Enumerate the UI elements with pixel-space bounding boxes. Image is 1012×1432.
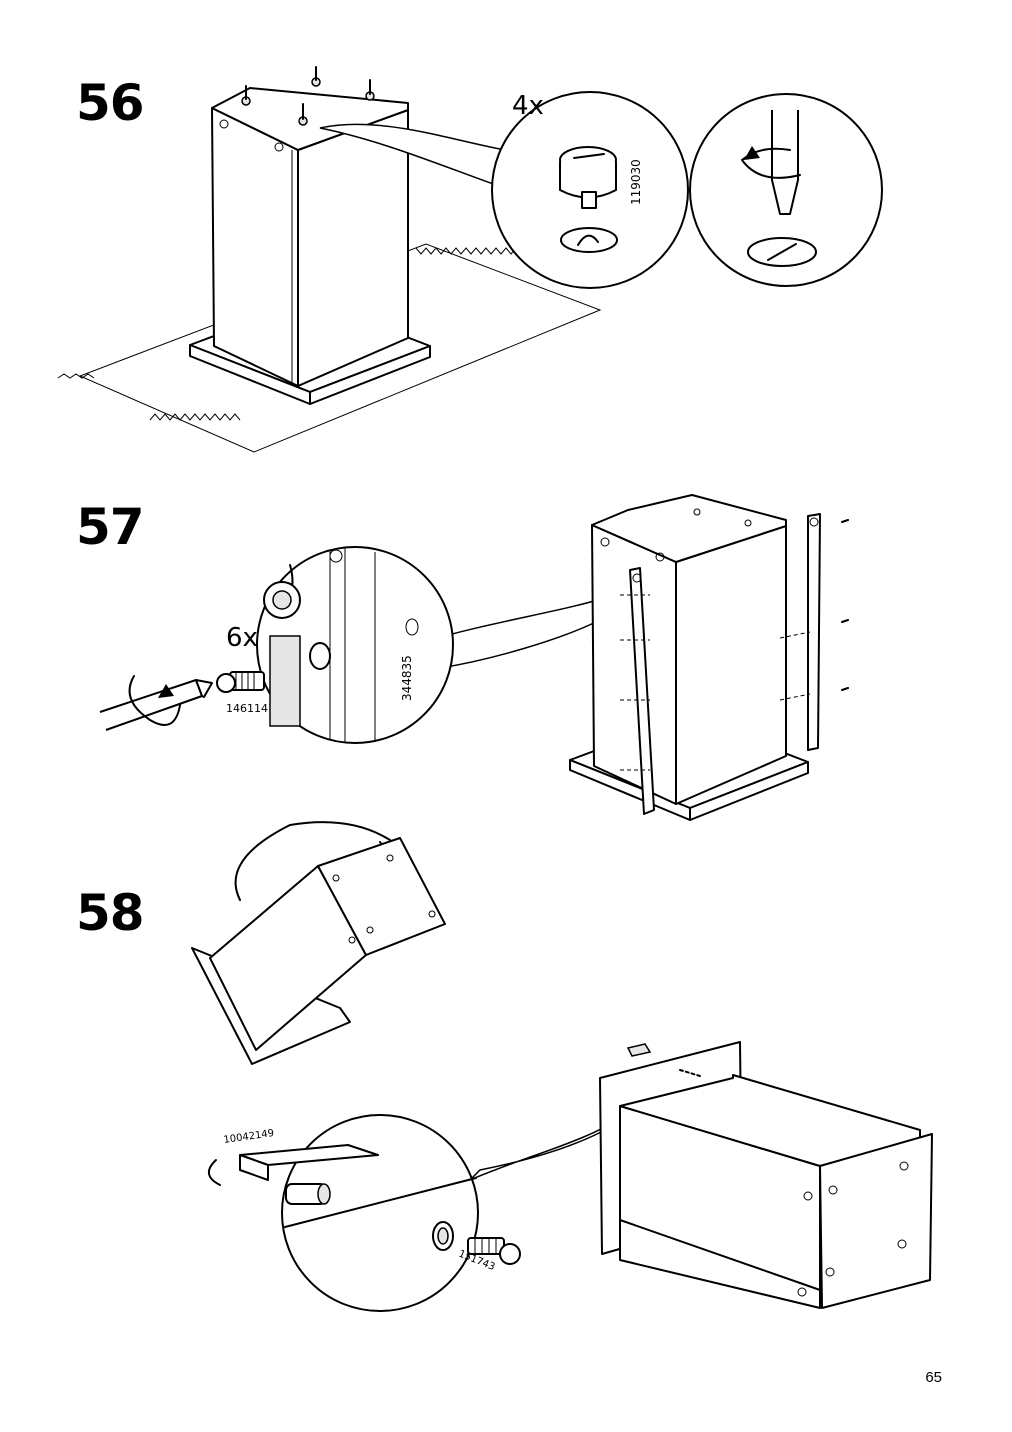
step-57-number: 57 [76, 498, 145, 556]
step-57-quantity: 6x [226, 623, 258, 653]
bumper-on-cabinet [626, 1043, 701, 1077]
cam-screws-top [241, 66, 375, 126]
drawer-runner-right [779, 513, 849, 751]
panel-detail [263, 548, 419, 742]
step-56-quantity: 4x [512, 91, 544, 121]
step-58-number: 58 [76, 884, 145, 942]
screw-146114 [216, 671, 265, 693]
screwdriver-57 [99, 675, 213, 731]
drawer-runner-left [620, 567, 655, 815]
detail-circle-bumper [281, 1114, 479, 1312]
screw-151743 [432, 1221, 521, 1265]
step-56-illustration [57, 66, 883, 453]
cam-lock-fitting [559, 146, 618, 253]
step-57-illustration [99, 494, 849, 821]
part-number-10042149: 10042149 [223, 1128, 275, 1146]
part-number-119030: 119030 [629, 159, 643, 205]
step-58-illustration [191, 821, 933, 1312]
detail-circle-screw [256, 546, 454, 744]
screwdriver [741, 110, 817, 267]
part-number-146114: 146114 [226, 702, 268, 715]
page-number: 65 [925, 1369, 942, 1386]
part-number-344835: 344835 [400, 655, 414, 701]
bumper-10042149 [208, 1144, 379, 1205]
step-56-number: 56 [76, 74, 145, 132]
